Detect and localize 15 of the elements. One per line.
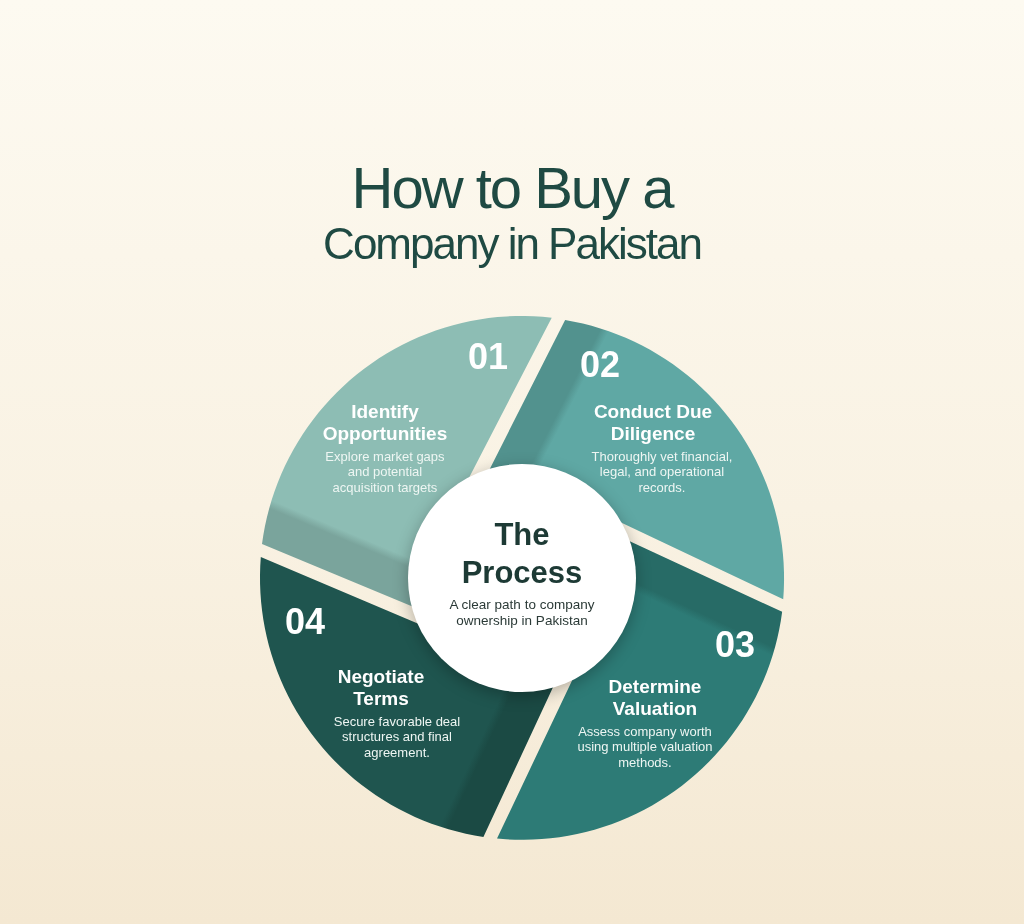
center-heading: The Process	[460, 516, 584, 592]
step-title: Determine Valuation	[607, 676, 703, 720]
step-number: 01	[466, 337, 509, 377]
step-title: Identify Opportunities	[321, 401, 449, 445]
step-description: Explore market gaps and potential acquisition targets	[324, 449, 446, 496]
step-description: Secure favorable deal structures and final agreement.	[332, 714, 462, 761]
center-subtitle: A clear path to company ownership in Pakistan	[448, 597, 596, 629]
step-title: Negotiate Terms	[336, 666, 426, 710]
title: How to Buy a Company in Pakistan	[322, 160, 702, 270]
step-description: Assess company worth using multiple valuation methods.	[576, 724, 714, 771]
step-number: 03	[713, 625, 756, 665]
step-title: Conduct Due Diligence	[592, 401, 714, 445]
step-number: 02	[578, 345, 621, 385]
step-description: Thoroughly vet financial, legal, and operational records.	[590, 449, 734, 496]
step-number: 04	[283, 602, 326, 642]
